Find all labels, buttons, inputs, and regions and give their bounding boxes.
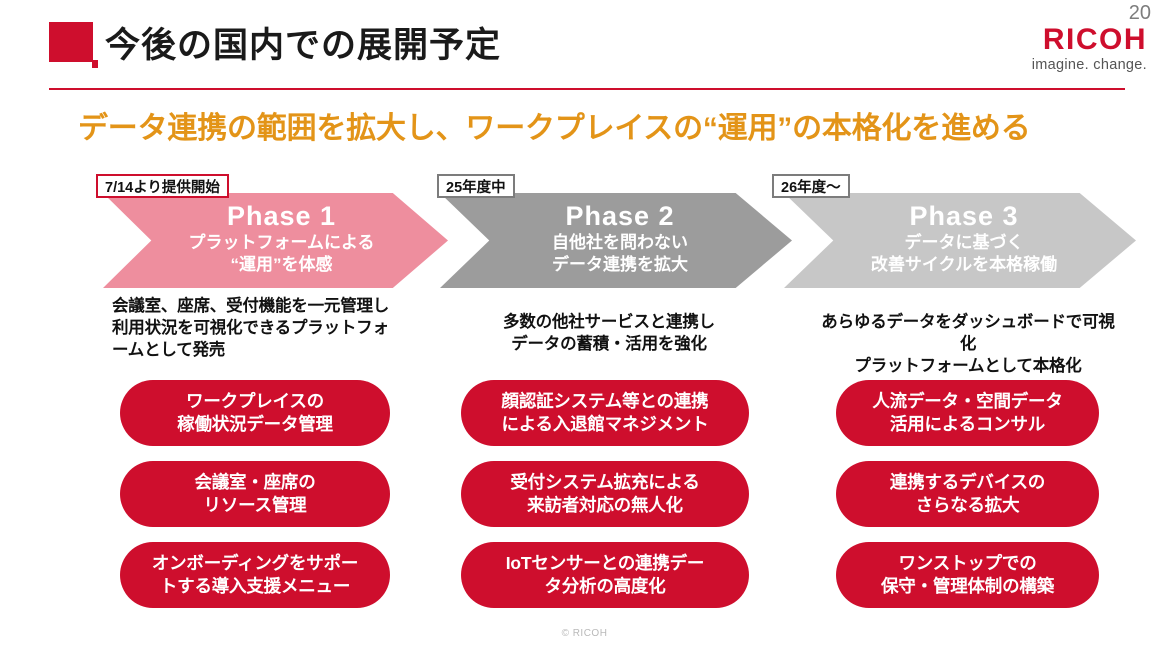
list-item[interactable]: ワンストップでの 保守・管理体制の構築	[836, 542, 1099, 608]
phase-3-item-list: 人流データ・空間データ 活用によるコンサル 連携するデバイスの さらなる拡大 ワ…	[818, 380, 1118, 623]
phase-1-column: 会議室、座席、受付機能を一元管理し利用状況を可視化できるプラットフォームとして発…	[112, 296, 412, 608]
phase-2-description-line2: データの蓄積・活用を強化	[511, 334, 707, 353]
phase-arrow-1-subtitle-line2: “運用”を体感	[230, 254, 333, 274]
phase-arrow-2-subtitle-line2: データ連携を拡大	[552, 254, 688, 274]
phase-arrow-1: Phase 1 プラットフォームによる “運用”を体感	[103, 193, 448, 288]
phase-arrow-1-subtitle-line1: プラットフォームによる	[188, 233, 375, 253]
footer-copyright: © RICOH	[561, 628, 608, 639]
phase-3-description-line1: あらゆるデータをダッシュボードで可視化	[821, 313, 1115, 353]
phase-2-description: 多数の他社サービスと連携し データの蓄積・活用を強化	[459, 296, 759, 356]
phase-3-date-badge: 26年度〜	[772, 174, 850, 198]
logo-tagline: imagine. change.	[1031, 57, 1147, 73]
page-number: 20	[1128, 2, 1151, 24]
phase-2-description-line1: 多数の他社サービスと連携し	[503, 313, 715, 331]
list-item[interactable]: 受付システム拡充による 来訪者対応の無人化	[461, 461, 749, 527]
list-item[interactable]: 顔認証システム等との連携 による入退館マネジメント	[461, 380, 749, 446]
list-item-line2: 来訪者対応の無人化	[527, 495, 683, 515]
phase-arrow-2-title: Phase 2	[565, 201, 675, 231]
list-item[interactable]: 人流データ・空間データ 活用によるコンサル	[836, 380, 1099, 446]
list-item[interactable]: IoTセンサーとの連携デー タ分析の高度化	[461, 542, 749, 608]
list-item-line1: 会議室・座席の	[194, 472, 316, 493]
phase-arrow-2: Phase 2 自他社を問わない データ連携を拡大	[440, 193, 792, 288]
phase-2-column: 多数の他社サービスと連携し データの蓄積・活用を強化 顔認証システム等との連携 …	[459, 296, 759, 608]
list-item-line2: タ分析の高度化	[544, 576, 666, 596]
header-divider	[49, 88, 1125, 90]
phase-2-date-badge: 25年度中	[437, 174, 515, 198]
phase-2-item-list: 顔認証システム等との連携 による入退館マネジメント 受付システム拡充による 来訪…	[459, 380, 759, 623]
list-item-line1: IoTセンサーとの連携デー	[505, 553, 705, 574]
list-item-line2: による入退館マネジメント	[501, 414, 709, 434]
list-item-line1: ワークプレイスの	[186, 391, 324, 412]
list-item-line1: 顔認証システム等との連携	[501, 391, 709, 412]
phase-1-item-list: ワークプレイスの 稼働状況データ管理 会議室・座席の リソース管理 オンボーディ…	[112, 380, 412, 623]
slide-subtitle: データ連携の範囲を拡大し、ワークプレイスの“運用”の本格化を進める	[78, 112, 1031, 145]
list-item-line1: 連携するデバイスの	[889, 472, 1046, 493]
list-item-line2: さらなる拡大	[915, 495, 1020, 515]
list-item-line1: ワンストップでの	[898, 553, 1037, 574]
phase-3-column: あらゆるデータをダッシュボードで可視化 プラットフォームとして本格化 人流データ…	[818, 296, 1118, 608]
phase-arrow-3-subtitle-line2: 改善サイクルを本格稼働	[870, 254, 1058, 274]
phase-arrow-3: Phase 3 データに基づく 改善サイクルを本格稼働	[784, 193, 1136, 288]
red-square-marker-icon	[49, 22, 98, 68]
phase-arrow-2-subtitle: 自他社を問わない データ連携を拡大	[444, 232, 792, 275]
phase-arrow-1-title: Phase 1	[226, 201, 337, 231]
phase-arrow-1-subtitle: プラットフォームによる “運用”を体感	[109, 232, 448, 275]
list-item-line2: 保守・管理体制の構築	[881, 576, 1054, 596]
ricoh-logo: RICOH imagine. change.	[1032, 25, 1147, 73]
logo-wordmark: RICOH	[1042, 23, 1147, 56]
list-item-line2: リソース管理	[203, 495, 307, 515]
phase-3-description-line2: プラットフォームとして本格化	[854, 356, 1082, 375]
list-item-line2: 活用によるコンサル	[889, 414, 1046, 434]
phase-1-description: 会議室、座席、受付機能を一元管理し利用状況を可視化できるプラットフォームとして発…	[112, 297, 390, 359]
phase-arrow-3-subtitle: データに基づく 改善サイクルを本格稼働	[788, 232, 1136, 275]
list-item[interactable]: 連携するデバイスの さらなる拡大	[836, 461, 1099, 527]
list-item-line1: 受付システム拡充による	[510, 472, 700, 493]
list-item-line1: オンボーディングをサポー	[151, 553, 359, 574]
phase-1-date-badge: 7/14より提供開始	[96, 174, 229, 198]
page-title: 今後の国内での展開予定	[105, 26, 502, 65]
list-item[interactable]: オンボーディングをサポー トする導入支援メニュー	[120, 542, 390, 608]
phase-arrow-2-subtitle-line1: 自他社を問わない	[552, 233, 688, 253]
phase-3-description: あらゆるデータをダッシュボードで可視化 プラットフォームとして本格化	[818, 296, 1118, 378]
list-item[interactable]: 会議室・座席の リソース管理	[120, 461, 390, 527]
list-item-line1: 人流データ・空間データ	[872, 391, 1063, 412]
list-item-line2: 稼働状況データ管理	[177, 414, 333, 434]
list-item-line2: トする導入支援メニュー	[159, 576, 351, 596]
phase-arrow-3-title: Phase 3	[909, 201, 1019, 231]
phase-arrow-3-subtitle-line1: データに基づく	[904, 233, 1024, 253]
list-item[interactable]: ワークプレイスの 稼働状況データ管理	[120, 380, 390, 446]
slide-header: 今後の国内での展開予定 20 RICOH imagine. change.	[0, 0, 1169, 90]
